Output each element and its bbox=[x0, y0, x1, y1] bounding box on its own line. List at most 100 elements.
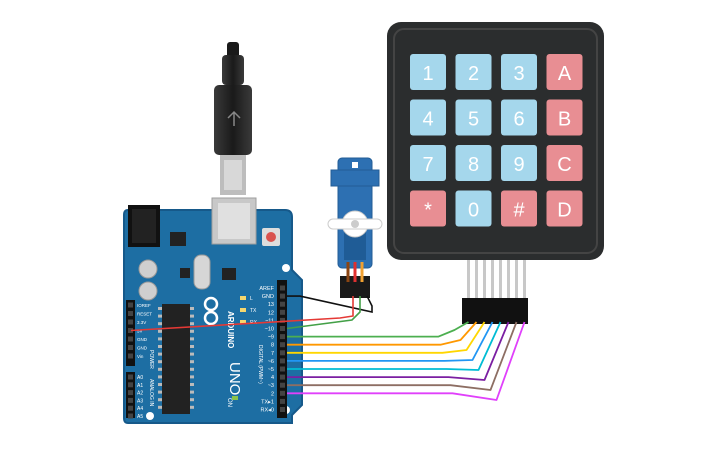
key-label: C bbox=[557, 154, 571, 176]
key-B[interactable]: B bbox=[546, 99, 583, 136]
keypad-wire[interactable] bbox=[287, 321, 469, 338]
crystal bbox=[193, 254, 211, 290]
analog-pin[interactable] bbox=[128, 397, 133, 403]
digital-pin-label: ~6 bbox=[268, 359, 274, 365]
digital-pin[interactable] bbox=[280, 326, 285, 331]
servo-signal-wire[interactable] bbox=[286, 296, 361, 330]
key-1[interactable]: 1 bbox=[410, 54, 446, 90]
servo-5v-wire[interactable] bbox=[130, 296, 354, 332]
voltage-regulator bbox=[170, 232, 186, 246]
digital-pin-label: ~5 bbox=[268, 367, 274, 373]
power-pin[interactable] bbox=[128, 302, 133, 308]
digital-pin[interactable] bbox=[280, 285, 285, 291]
keypad-pin bbox=[491, 260, 494, 300]
key-5[interactable]: 5 bbox=[455, 99, 492, 136]
key-label: D bbox=[557, 200, 571, 222]
keypad-wire[interactable] bbox=[287, 321, 494, 362]
analog-pin[interactable] bbox=[128, 405, 133, 411]
key-D[interactable]: D bbox=[546, 190, 583, 227]
power-pin[interactable] bbox=[128, 311, 133, 316]
power-pin-label: Vin bbox=[137, 354, 144, 359]
digital-pin[interactable] bbox=[280, 390, 285, 396]
power-pin[interactable] bbox=[128, 336, 133, 342]
key-label: 4 bbox=[422, 109, 433, 131]
digital-pin-label: 12 bbox=[268, 310, 274, 316]
digital-pin[interactable] bbox=[280, 350, 285, 356]
key-9[interactable]: 9 bbox=[501, 145, 537, 181]
key-label: 0 bbox=[468, 200, 479, 222]
key-0[interactable]: 0 bbox=[455, 190, 492, 227]
digital-pin-label: 8 bbox=[271, 343, 274, 349]
keypad-connector bbox=[462, 298, 528, 324]
arduino-logo bbox=[203, 296, 219, 326]
key-label: 6 bbox=[513, 109, 524, 131]
digital-pin[interactable] bbox=[280, 358, 285, 364]
analog-pin[interactable] bbox=[128, 390, 133, 396]
keypad-pin bbox=[475, 260, 478, 300]
digital-pin[interactable] bbox=[280, 309, 285, 315]
usb-cable[interactable] bbox=[214, 42, 252, 195]
keypad-wire[interactable] bbox=[287, 321, 526, 401]
power-pin-label: RESET bbox=[137, 312, 152, 317]
keypad-wire[interactable] bbox=[287, 321, 518, 391]
power-pin-label: GND bbox=[137, 346, 148, 351]
digital-pin-label: ~9 bbox=[268, 335, 274, 341]
capacitor bbox=[138, 281, 158, 301]
digital-pin[interactable] bbox=[280, 366, 285, 372]
key-label: 7 bbox=[422, 154, 433, 176]
digital-pin-label: GND bbox=[262, 294, 274, 300]
key-*[interactable]: * bbox=[410, 190, 446, 227]
analog-pin-label: A0 bbox=[137, 375, 143, 381]
keypad-wire[interactable] bbox=[287, 321, 502, 371]
digital-pin-label: TX▸1 bbox=[261, 399, 274, 405]
power-pin[interactable] bbox=[128, 319, 133, 325]
key-A[interactable]: A bbox=[546, 54, 583, 90]
digital-pin[interactable] bbox=[280, 398, 285, 404]
power-pin[interactable] bbox=[128, 328, 133, 333]
capacitor bbox=[138, 259, 158, 279]
digital-pin[interactable] bbox=[280, 317, 285, 323]
keypad-wire[interactable] bbox=[287, 321, 486, 354]
key-2[interactable]: 2 bbox=[455, 54, 492, 90]
keypad-wire[interactable] bbox=[287, 321, 510, 381]
digital-pin[interactable] bbox=[280, 374, 285, 380]
analog-section-label: ANALOG IN bbox=[148, 379, 154, 407]
led-label: TX bbox=[250, 308, 257, 314]
digital-pin[interactable] bbox=[280, 334, 285, 340]
servo-gnd-wire[interactable] bbox=[287, 295, 373, 313]
key-7[interactable]: 7 bbox=[410, 145, 446, 181]
digital-pin[interactable] bbox=[280, 407, 285, 412]
analog-pin[interactable] bbox=[128, 374, 133, 380]
keypad-wire[interactable] bbox=[287, 321, 478, 346]
key-4[interactable]: 4 bbox=[410, 99, 446, 136]
digital-pin[interactable] bbox=[280, 382, 285, 388]
power-section-label: POWER bbox=[148, 350, 154, 369]
analog-pin-label: A3 bbox=[137, 398, 143, 404]
power-pin[interactable] bbox=[128, 353, 133, 359]
servo-motor[interactable] bbox=[327, 157, 383, 298]
key-label: 3 bbox=[513, 63, 524, 85]
power-pin[interactable] bbox=[128, 345, 133, 350]
key-C[interactable]: C bbox=[546, 145, 583, 181]
digital-pin-label: 4 bbox=[271, 375, 274, 381]
digital-pin[interactable] bbox=[280, 301, 285, 307]
digital-pin-label: ~11 bbox=[265, 318, 274, 324]
led-label: L bbox=[250, 296, 253, 302]
key-#[interactable]: # bbox=[501, 190, 537, 227]
key-3[interactable]: 3 bbox=[501, 54, 537, 90]
digital-section-label: DIGITAL (PWM~) bbox=[257, 345, 263, 384]
led-tx bbox=[240, 308, 246, 312]
key-6[interactable]: 6 bbox=[501, 99, 537, 136]
digital-pin[interactable] bbox=[280, 342, 285, 348]
mount-hole bbox=[282, 264, 290, 272]
key-8[interactable]: 8 bbox=[455, 145, 492, 181]
key-label: B bbox=[558, 109, 571, 131]
analog-pin[interactable] bbox=[128, 382, 133, 388]
analog-pin[interactable] bbox=[128, 413, 133, 419]
digital-pin[interactable] bbox=[280, 293, 285, 299]
digital-pin-label: ~3 bbox=[268, 383, 274, 389]
key-label: 1 bbox=[422, 63, 433, 85]
wire-layer bbox=[130, 295, 526, 401]
